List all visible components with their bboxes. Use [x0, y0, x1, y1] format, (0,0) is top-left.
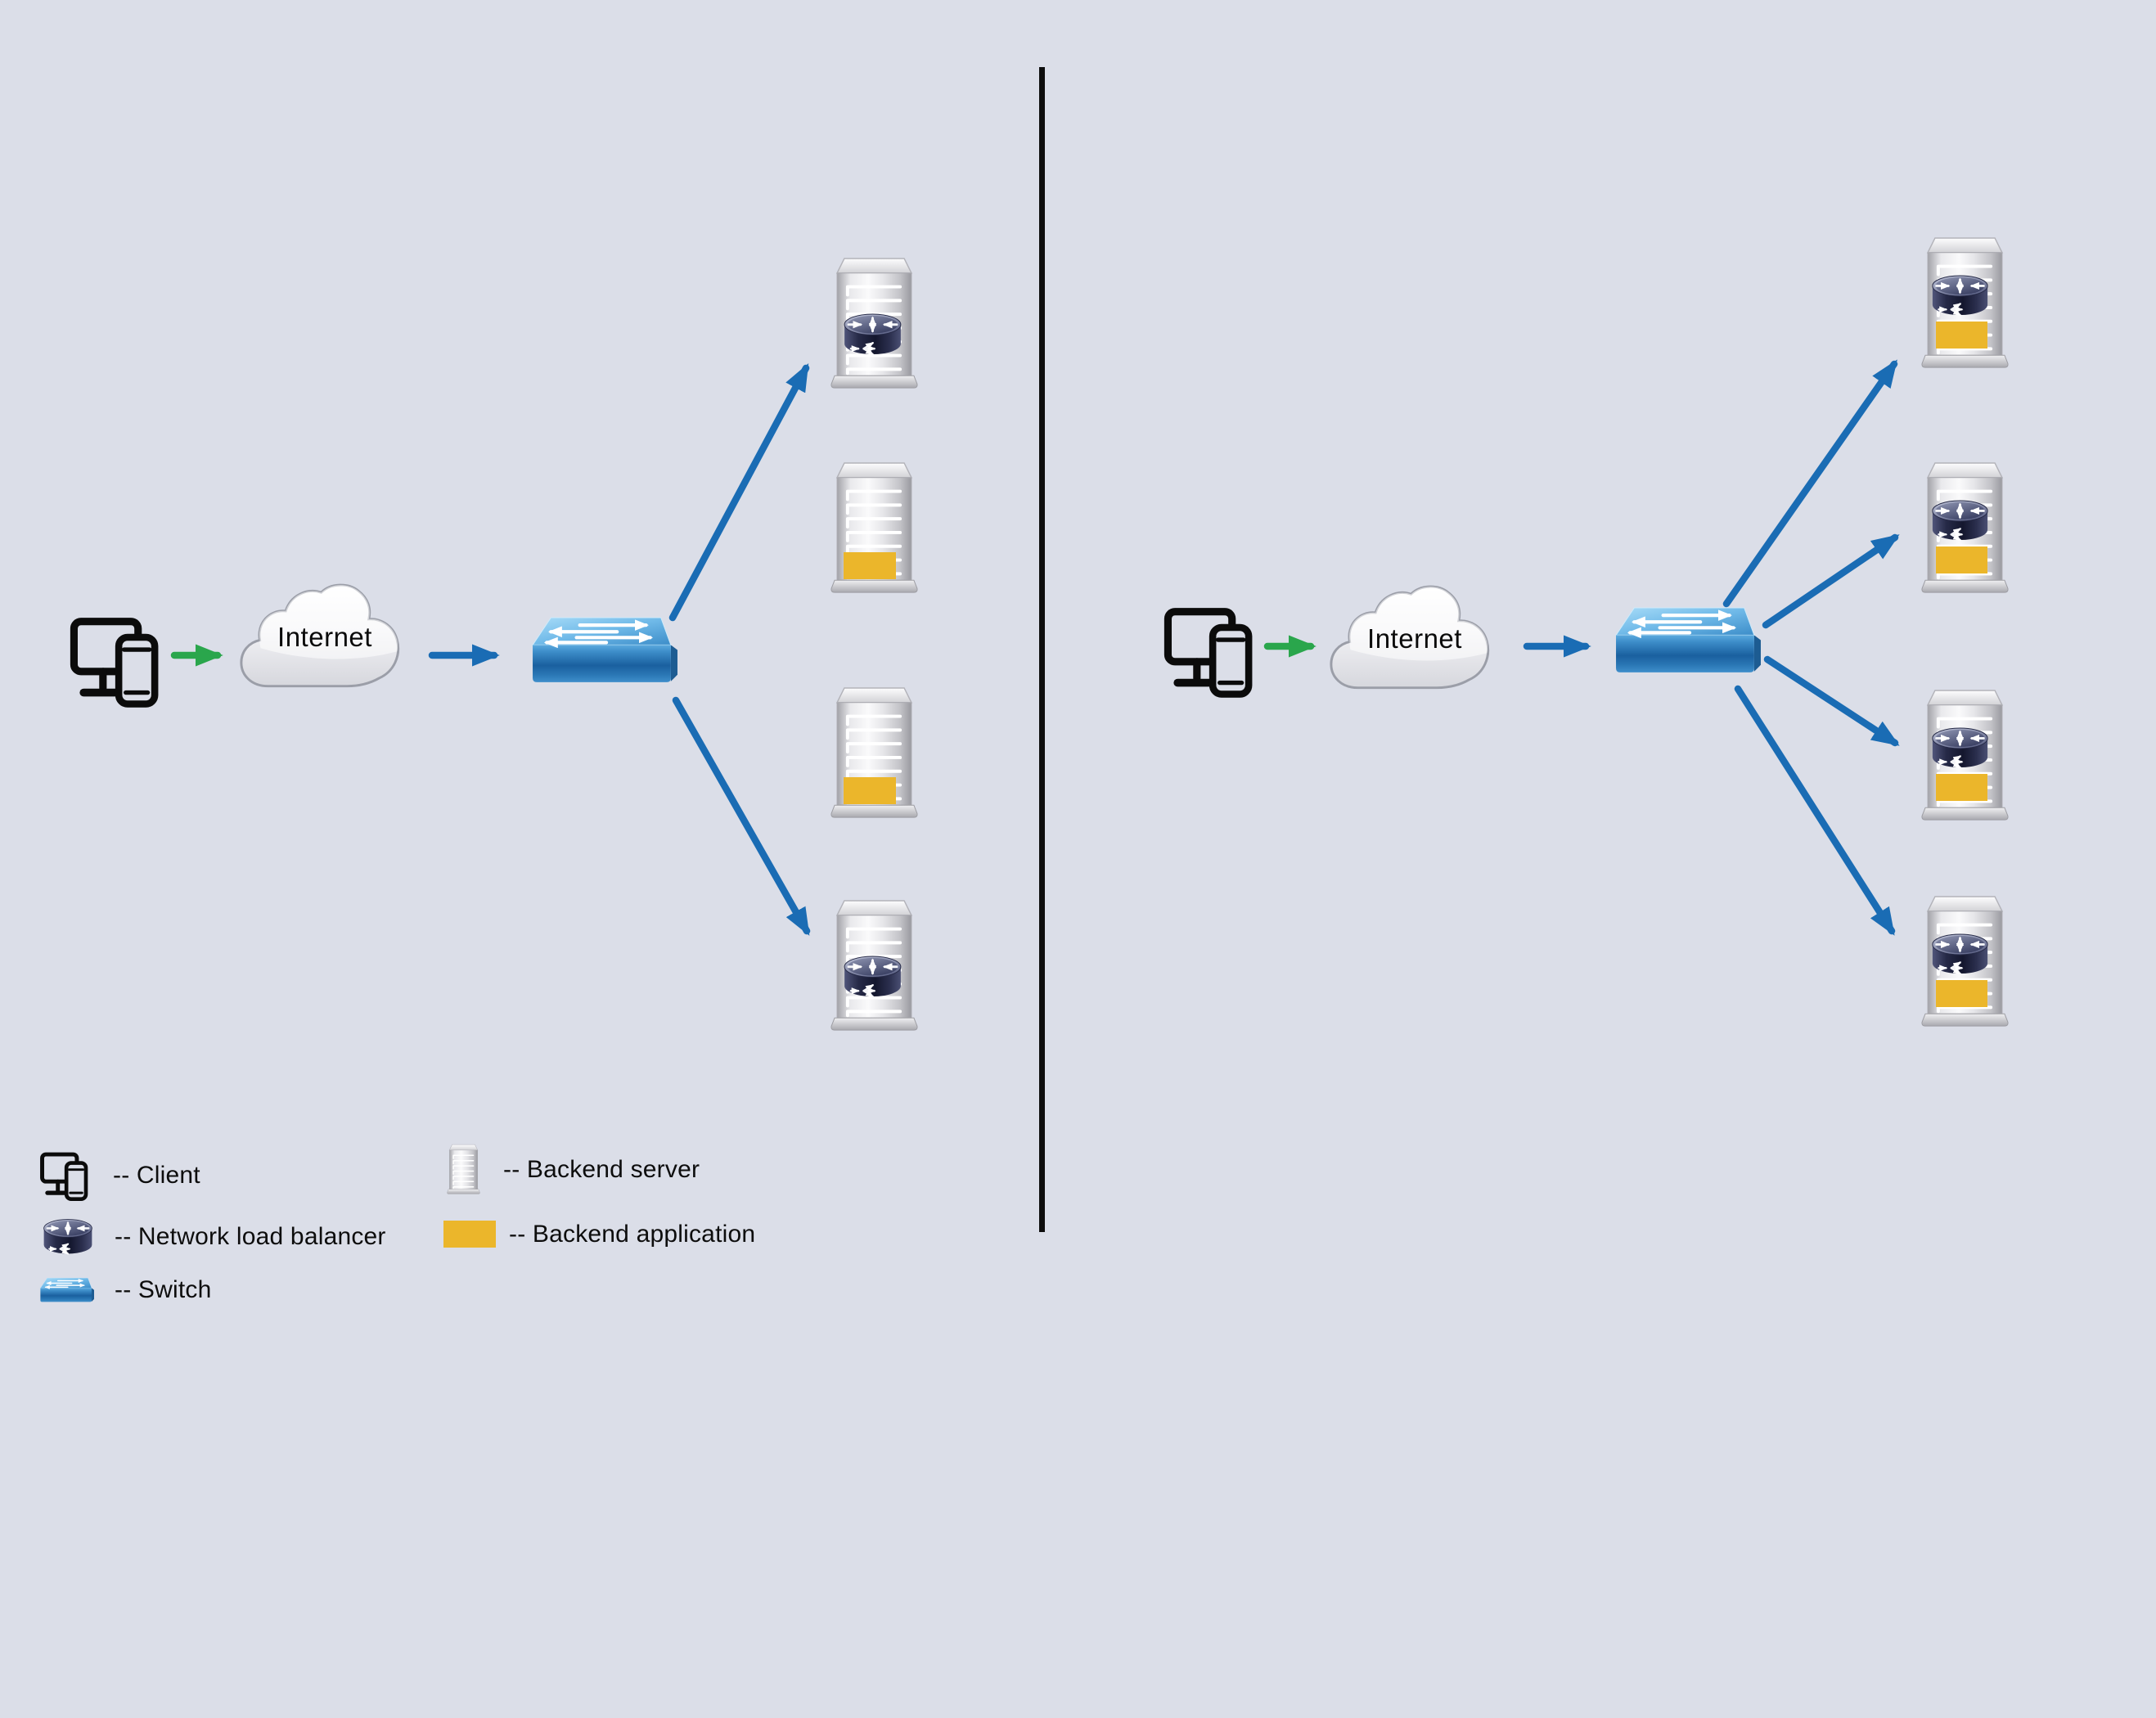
network-load-balancer-icon [1929, 273, 1991, 317]
network-load-balancer-icon [841, 954, 904, 999]
switch-icon [530, 615, 679, 688]
backend-application-block [1936, 546, 1987, 573]
backend-server-1-right [1921, 236, 2009, 375]
legend-label-client: -- Client [113, 1162, 200, 1189]
client-icon [39, 1151, 92, 1201]
arrow-switch-to-server2-right [1762, 533, 1900, 629]
legend-label-backend-server: -- Backend server [503, 1156, 700, 1183]
network-load-balancer-icon [841, 312, 904, 357]
backend-server-3-right [1921, 688, 2009, 827]
switch-icon [39, 1277, 95, 1304]
backend-application-block [1936, 322, 1987, 349]
backend-server-2-left [830, 461, 918, 600]
section-divider [1039, 67, 1045, 1232]
legend-item-network-load-balancer: -- Network load balancer [41, 1217, 386, 1256]
backend-application-block [1936, 980, 1987, 1007]
legend-label-switch: -- Switch [115, 1276, 212, 1303]
legend-label-network-load-balancer: -- Network load balancer [115, 1222, 386, 1250]
internet-label: Internet [277, 622, 372, 652]
arrow-switch-to-server3-right [1763, 655, 1900, 747]
arrow-switch-to-server4-left [672, 696, 811, 936]
legend-item-client: -- Client [39, 1150, 200, 1201]
backend-server-4-right [1921, 894, 2009, 1033]
arrow-switch-to-server4-right [1734, 685, 1896, 936]
client-icon [1163, 605, 1259, 698]
network-load-balancer-icon [1929, 726, 1991, 770]
backend-application-block [1936, 774, 1987, 801]
arrow-switch-to-server1-left [668, 363, 810, 622]
backend-server-4-left [830, 898, 918, 1037]
backend-application-block [844, 777, 896, 804]
internet-cloud: Internet [234, 582, 416, 690]
legend-item-backend-application: -- Backend application [443, 1221, 755, 1248]
network-load-balancer-icon [1929, 498, 1991, 542]
internet-cloud: Internet [1324, 584, 1506, 691]
arrow-switch-to-server1-right [1722, 359, 1898, 608]
switch-icon [1614, 605, 1762, 678]
client-icon [69, 615, 165, 708]
internet-label: Internet [1367, 623, 1462, 654]
backend-application-block [844, 552, 896, 579]
backend-server-2-right [1921, 461, 2009, 600]
backend-application-swatch [443, 1221, 496, 1248]
legend-item-backend-server: -- Backend server [447, 1144, 700, 1196]
backend-server-icon [447, 1144, 480, 1196]
backend-server-1-left [830, 256, 918, 395]
legend-item-switch: -- Switch [39, 1275, 211, 1306]
backend-server-3-left [830, 686, 918, 825]
network-load-balancer-icon [1929, 932, 1991, 976]
network-load-balancer-icon [41, 1217, 95, 1256]
legend-label-backend-application: -- Backend application [509, 1220, 756, 1248]
